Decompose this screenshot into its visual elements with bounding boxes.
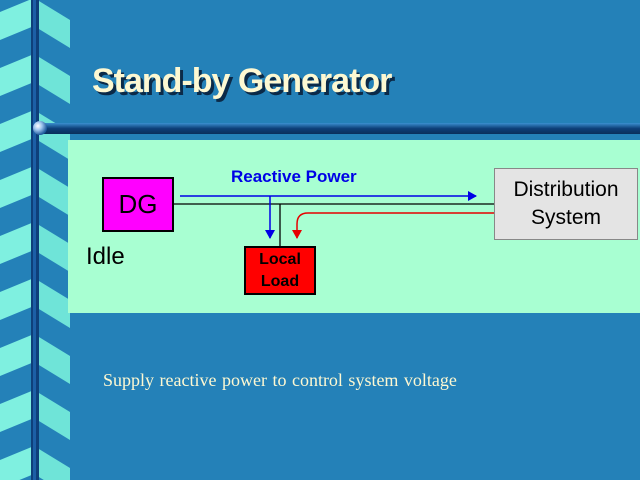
- generator-state-label: Idle: [86, 243, 125, 270]
- distribution-label-line1: Distribution: [513, 178, 619, 201]
- reactive-power-label: Reactive Power: [231, 167, 357, 186]
- load-label-line1: Local: [259, 250, 301, 268]
- generator-box: DG: [102, 177, 174, 232]
- left-border-pattern: [0, 0, 70, 480]
- slide-caption: Supply reactive power to control system …: [103, 370, 457, 390]
- slide-title: Stand-by Generator: [92, 62, 392, 100]
- distribution-label-line2: System: [530, 206, 601, 229]
- grid-return-arrow: [292, 212, 494, 239]
- distribution-system-box: Distribution System: [494, 168, 638, 240]
- load-label-line2: Load: [260, 272, 300, 290]
- generator-label: DG: [118, 189, 158, 219]
- local-load-box: Local Load: [244, 246, 316, 295]
- title-underline-bar: [33, 121, 640, 135]
